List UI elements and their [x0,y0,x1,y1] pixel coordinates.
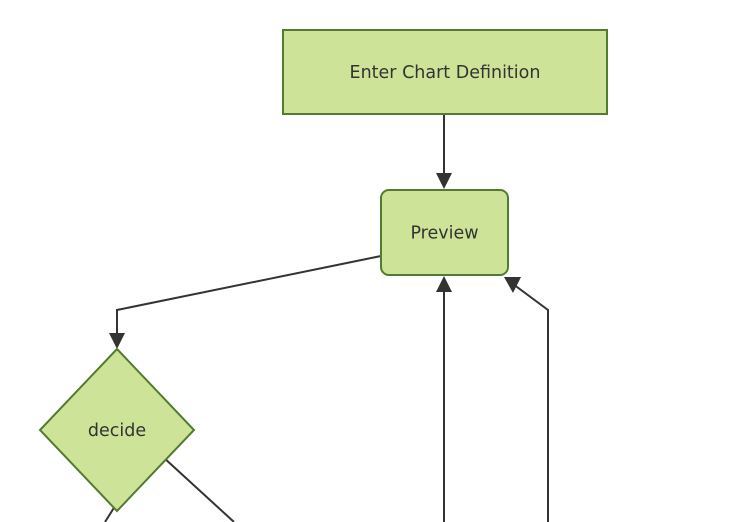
arrowhead-down-icon [436,173,452,189]
node-label-preview: Preview [410,224,478,244]
edge-line [116,255,382,340]
node-preview[interactable]: Preview [380,189,509,276]
node-label-enter-chart-definition: Enter Chart Definition [350,63,541,83]
edge-offscreen-bottom-right-to-preview[interactable] [504,277,549,522]
edge-decide-to-offscreen-right[interactable] [162,456,235,522]
arrowhead-up-icon [436,276,452,292]
edge-line [512,283,549,522]
node-label-decide: decide [88,421,146,441]
edge-offscreen-bottom-to-preview[interactable] [436,276,452,522]
node-decide[interactable]: decide [38,347,196,513]
arrowhead-up-left-icon [504,277,521,293]
node-shape-diamond [38,347,196,513]
edge-layer [104,115,549,522]
edge-line [162,456,235,522]
node-layer: Enter Chart Definition Preview decide [38,29,608,513]
edge-enter-chart-definition-to-preview[interactable] [436,115,452,189]
node-shape-rectangle [282,29,608,115]
arrowhead-down-icon [109,333,125,349]
node-enter-chart-definition[interactable]: Enter Chart Definition [282,29,608,115]
node-shape-rounded-rectangle [380,189,509,276]
edge-preview-to-decide[interactable] [109,255,382,349]
